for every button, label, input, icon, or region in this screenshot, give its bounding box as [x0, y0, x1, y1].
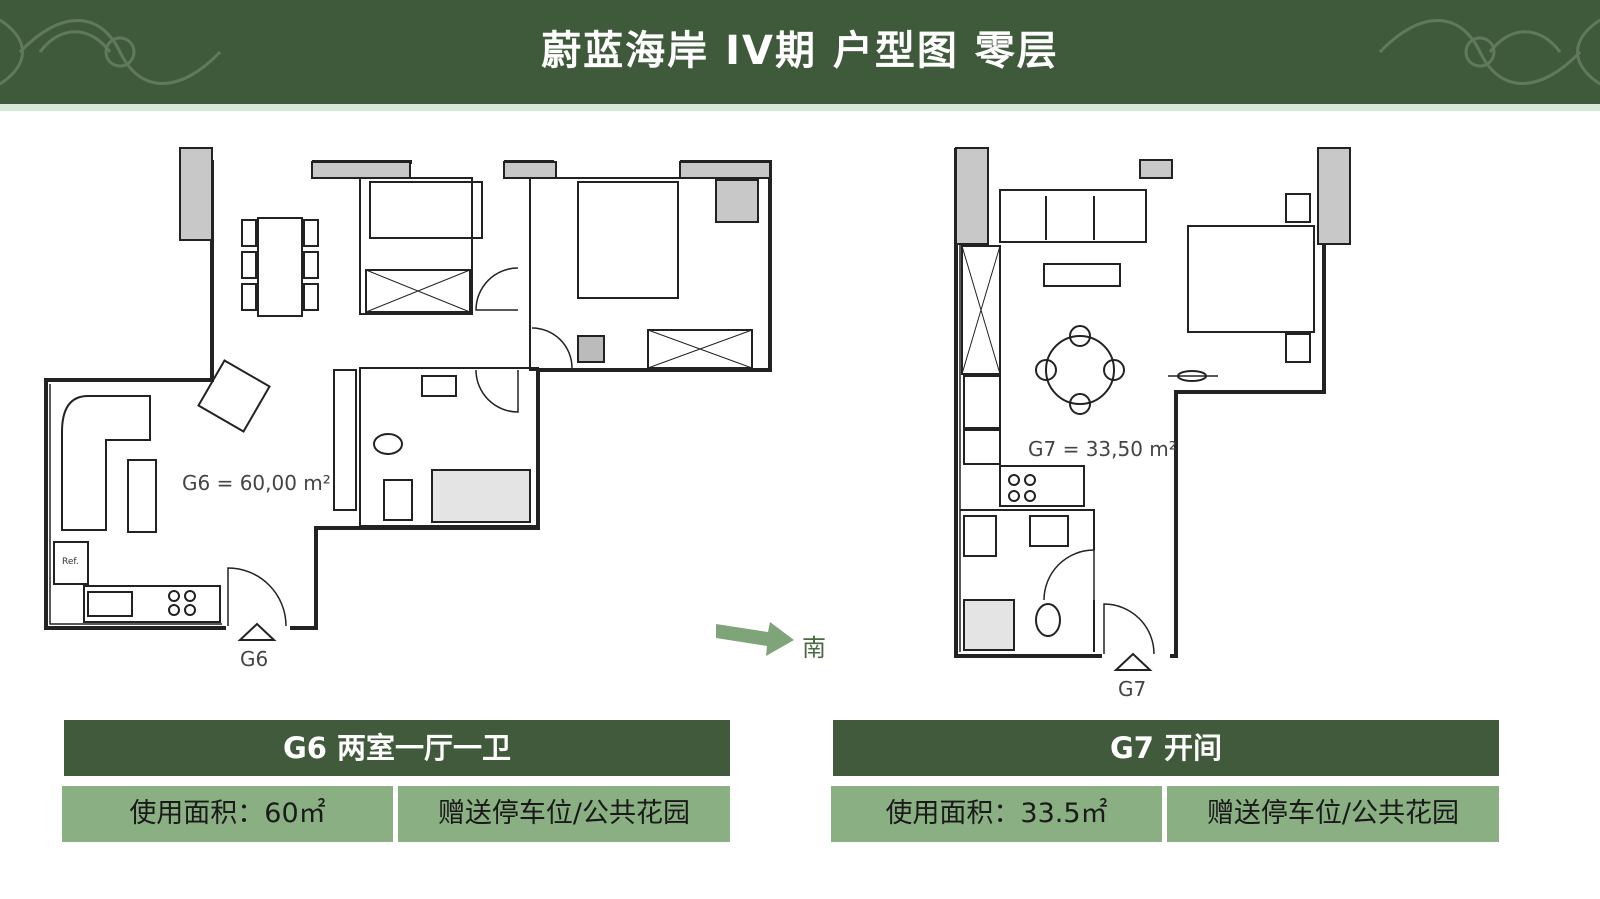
g7-outer-wall — [954, 148, 1326, 658]
g6-fridge-label: Ref. — [62, 557, 79, 567]
g6-bathroom — [359, 367, 539, 527]
compass-label: 南 — [802, 634, 826, 662]
g6-bedroom-small — [359, 177, 473, 315]
g6-entry-label: G6 — [240, 647, 268, 671]
g7-bonus-cell: 赠送停车位/公共花园 — [1167, 786, 1499, 842]
g7-entry-label: G7 — [1118, 677, 1146, 701]
decorative-ornament-icon — [0, 18, 222, 86]
g6-entry-marker-icon — [237, 622, 277, 641]
g7-area-label: G7 = 33,50 m² — [1028, 437, 1177, 461]
g6-outer-wall — [44, 160, 772, 630]
g6-bonus-cell: 赠送停车位/公共花园 — [398, 786, 730, 842]
compass-south: 南 — [716, 618, 836, 668]
g7-entry-marker-icon — [1113, 652, 1153, 671]
page-title: 蔚蓝海岸 IV期 户型图 零层 — [541, 28, 1059, 74]
decorative-ornament-icon — [1378, 18, 1600, 86]
g6-area-cell: 使用面积：60㎡ — [62, 786, 393, 842]
south-arrow-icon — [716, 622, 794, 656]
g7-area-cell: 使用面积：33.5㎡ — [831, 786, 1162, 842]
g6-card-title: G6 两室一厅一卫 — [64, 720, 730, 776]
floor-plan-g6: G6 = 60,00 m² Ref. G6 — [0, 130, 800, 690]
floor-plan-g7: G7 = 33,50 m² G7 — [940, 130, 1370, 705]
header-banner: 蔚蓝海岸 IV期 户型图 零层 — [0, 0, 1600, 111]
g6-area-label: G6 = 60,00 m² — [182, 471, 331, 495]
g6-bedroom-master — [529, 177, 771, 371]
g7-card-title: G7 开间 — [833, 720, 1499, 776]
